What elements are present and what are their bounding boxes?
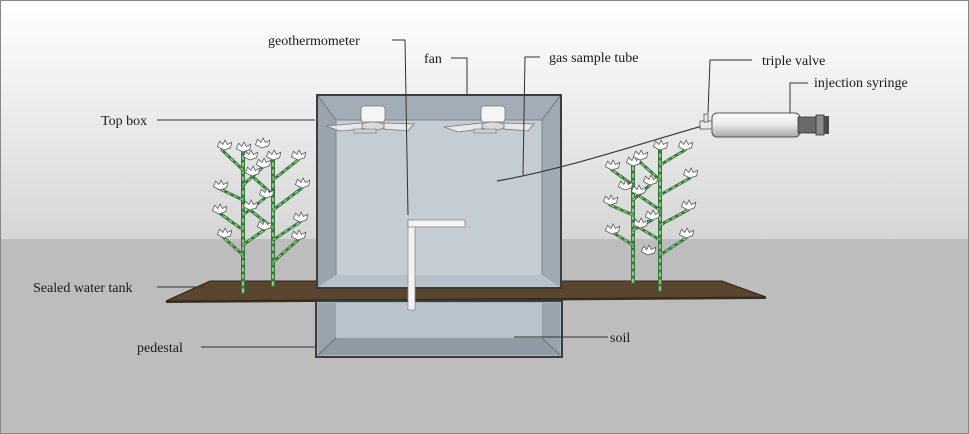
label-geothermometer: geothermometer: [268, 34, 360, 49]
plant-icon: [212, 137, 311, 294]
leader-lines: [157, 39, 808, 348]
label-triple-valve: triple valve: [762, 54, 825, 69]
label-pedestal: pedestal: [137, 341, 183, 356]
syringe-icon: [711, 112, 829, 138]
label-soil: soil: [610, 331, 630, 346]
plant-icon: [603, 139, 699, 292]
label-fan: fan: [424, 52, 442, 67]
pedestal-body: [315, 300, 563, 358]
label-top-box: Top box: [101, 114, 147, 129]
fan-icon: [443, 105, 535, 134]
geothermometer-device: [407, 219, 466, 311]
label-sealed-water-tank: Sealed water tank: [33, 281, 133, 296]
label-injection-syringe: injection syringe: [814, 76, 908, 91]
label-gas-sample-tube: gas sample tube: [549, 51, 638, 66]
gas-sample-tube: [496, 125, 703, 182]
